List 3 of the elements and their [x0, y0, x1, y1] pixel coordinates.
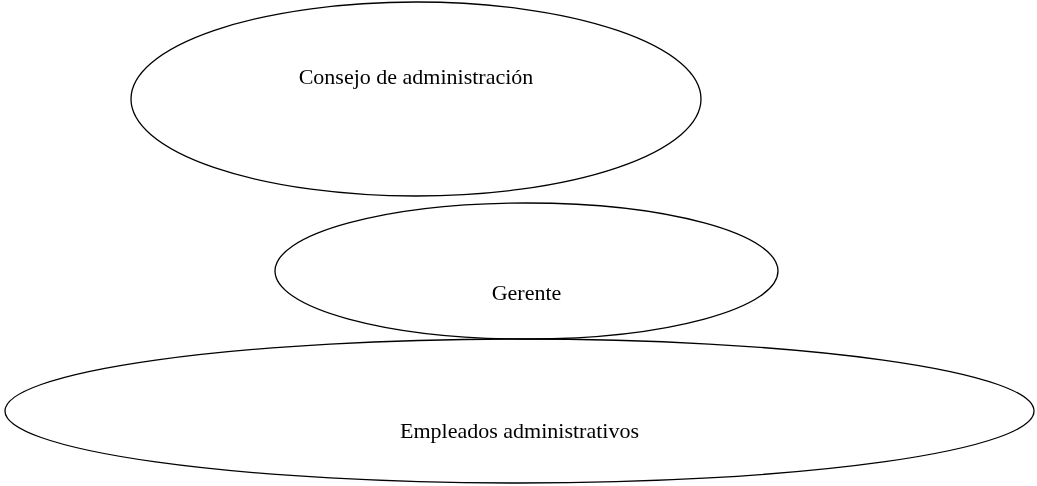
node-label: Consejo de administración — [298, 62, 534, 91]
node-label: Empleados administrativos — [400, 416, 639, 445]
node-label: Gerente — [491, 278, 562, 307]
